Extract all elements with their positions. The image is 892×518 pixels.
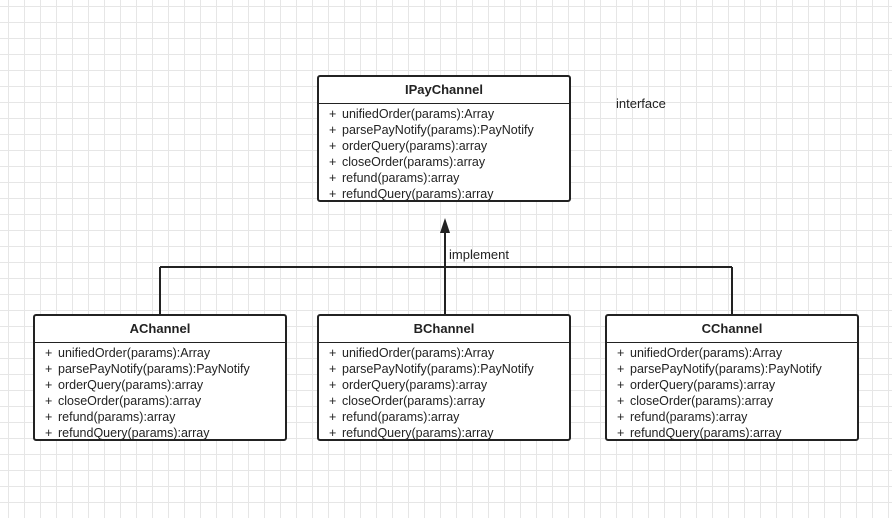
method-row: + refundQuery(params):array — [607, 425, 857, 441]
method-row: + closeOrder(params):array — [607, 393, 857, 409]
method-list: + unifiedOrder(params):Array + parsePayNot… — [319, 104, 569, 202]
method-signature: parsePayNotify(params):PayNotify — [342, 123, 534, 137]
class-title: CChannel — [607, 316, 857, 343]
method-signature: refundQuery(params):array — [342, 187, 494, 201]
visibility-public: + — [45, 346, 53, 360]
implement-relation-label[interactable]: implement — [449, 247, 509, 262]
method-row: + orderQuery(params):array — [319, 138, 569, 154]
method-signature: unifiedOrder(params):Array — [342, 346, 495, 360]
visibility-public: + — [45, 426, 53, 440]
method-row: + closeOrder(params):array — [35, 393, 285, 409]
method-row: + orderQuery(params):array — [35, 377, 285, 393]
method-signature: orderQuery(params):array — [342, 378, 488, 392]
method-signature: closeOrder(params):array — [630, 394, 774, 408]
method-signature: parsePayNotify(params):PayNotify — [58, 362, 250, 376]
method-signature: closeOrder(params):array — [342, 394, 486, 408]
visibility-public: + — [617, 426, 625, 440]
visibility-public: + — [45, 410, 53, 424]
method-row: + parsePayNotify(params):PayNotify — [319, 122, 569, 138]
class-title: AChannel — [35, 316, 285, 343]
interface-note-label[interactable]: interface — [616, 96, 666, 111]
visibility-public: + — [617, 394, 625, 408]
method-row: + closeOrder(params):array — [319, 393, 569, 409]
method-list: + unifiedOrder(params):Array + parsePayNot… — [319, 343, 569, 441]
implement-arrowhead[interactable] — [440, 218, 450, 233]
method-row: + parsePayNotify(params):PayNotify — [319, 361, 569, 377]
method-signature: closeOrder(params):array — [58, 394, 202, 408]
class-achannel[interactable]: AChannel + unifiedOrder(params):Array + pa… — [33, 314, 287, 441]
method-row: + refundQuery(params):array — [35, 425, 285, 441]
visibility-public: + — [329, 171, 337, 185]
method-row: + unifiedOrder(params):Array — [35, 345, 285, 361]
visibility-public: + — [329, 123, 337, 137]
method-row: + parsePayNotify(params):PayNotify — [607, 361, 857, 377]
visibility-public: + — [617, 346, 625, 360]
visibility-public: + — [329, 410, 337, 424]
class-title: IPayChannel — [319, 77, 569, 104]
visibility-public: + — [329, 362, 337, 376]
visibility-public: + — [329, 394, 337, 408]
method-signature: refund(params):array — [58, 410, 176, 424]
method-signature: refundQuery(params):array — [342, 426, 494, 440]
class-cchannel[interactable]: CChannel + unifiedOrder(params):Array + pa… — [605, 314, 859, 441]
visibility-public: + — [329, 107, 337, 121]
visibility-public: + — [617, 378, 625, 392]
method-signature: refund(params):array — [630, 410, 748, 424]
method-row: + closeOrder(params):array — [319, 154, 569, 170]
visibility-public: + — [45, 378, 53, 392]
method-signature: orderQuery(params):array — [630, 378, 776, 392]
method-signature: parsePayNotify(params):PayNotify — [630, 362, 822, 376]
interface-ipaychannel[interactable]: IPayChannel + unifiedOrder(params):Array … — [317, 75, 571, 202]
method-row: + orderQuery(params):array — [607, 377, 857, 393]
visibility-public: + — [329, 187, 337, 201]
visibility-public: + — [329, 378, 337, 392]
visibility-public: + — [45, 394, 53, 408]
visibility-public: + — [329, 155, 337, 169]
method-signature: refundQuery(params):array — [58, 426, 210, 440]
method-signature: orderQuery(params):array — [342, 139, 488, 153]
method-signature: refundQuery(params):array — [630, 426, 782, 440]
method-row: + refund(params):array — [607, 409, 857, 425]
visibility-public: + — [45, 362, 53, 376]
class-bchannel[interactable]: BChannel + unifiedOrder(params):Array + pa… — [317, 314, 571, 441]
method-list: + unifiedOrder(params):Array + parsePayNot… — [35, 343, 285, 441]
visibility-public: + — [329, 426, 337, 440]
method-signature: refund(params):array — [342, 171, 460, 185]
method-row: + refund(params):array — [35, 409, 285, 425]
method-row: + refund(params):array — [319, 409, 569, 425]
method-signature: orderQuery(params):array — [58, 378, 204, 392]
method-signature: closeOrder(params):array — [342, 155, 486, 169]
method-row: + refundQuery(params):array — [319, 425, 569, 441]
method-signature: unifiedOrder(params):Array — [58, 346, 211, 360]
visibility-public: + — [329, 139, 337, 153]
method-row: + parsePayNotify(params):PayNotify — [35, 361, 285, 377]
method-signature: unifiedOrder(params):Array — [342, 107, 495, 121]
method-row: + unifiedOrder(params):Array — [319, 345, 569, 361]
method-row: + unifiedOrder(params):Array — [607, 345, 857, 361]
method-row: + orderQuery(params):array — [319, 377, 569, 393]
class-title: BChannel — [319, 316, 569, 343]
method-list: + unifiedOrder(params):Array + parsePayNot… — [607, 343, 857, 441]
method-signature: parsePayNotify(params):PayNotify — [342, 362, 534, 376]
method-signature: refund(params):array — [342, 410, 460, 424]
method-row: + refund(params):array — [319, 170, 569, 186]
method-row: + unifiedOrder(params):Array — [319, 106, 569, 122]
visibility-public: + — [329, 346, 337, 360]
method-row: + refundQuery(params):array — [319, 186, 569, 202]
method-signature: unifiedOrder(params):Array — [630, 346, 783, 360]
visibility-public: + — [617, 362, 625, 376]
visibility-public: + — [617, 410, 625, 424]
